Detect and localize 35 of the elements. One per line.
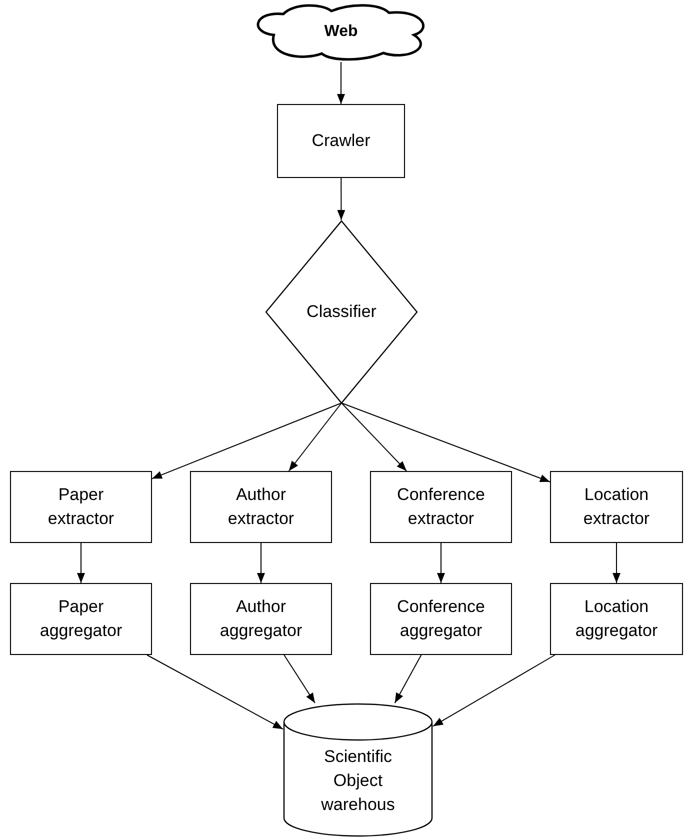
node-label: Conference extractor [396,484,486,530]
node-label: Author aggregator [218,596,304,642]
node-label: Crawler [310,130,372,152]
arrow [337,178,346,220]
process-box [550,471,683,543]
arrow [394,654,422,704]
process-box [550,583,683,655]
arrow [77,542,85,584]
arrow [152,402,342,480]
arrow [432,654,556,727]
arrow [288,402,342,472]
arrow [146,654,284,730]
process-box [370,583,512,655]
node-label: Paper extractor [46,484,116,530]
node-label: Classifier [306,301,378,324]
arrow [612,542,620,584]
arrow [341,402,408,472]
node-label: Conference aggregator [396,596,486,642]
process-box [277,104,405,178]
node-label: Web [323,22,359,42]
process-box [10,471,152,543]
arrow [437,542,445,584]
node-label: Author extractor [226,484,296,530]
arrow [284,654,316,704]
node-label: Location extractor [582,484,651,530]
arrow [257,542,265,584]
process-box [370,471,512,543]
node-label: Scientific Object warehous [320,746,396,816]
node-label: Paper aggregator [38,596,124,642]
process-box [190,471,332,543]
node-label: Location aggregator [574,596,659,642]
process-box [190,583,332,655]
arrow [341,402,550,482]
process-box [10,583,152,655]
arrow [337,62,345,104]
